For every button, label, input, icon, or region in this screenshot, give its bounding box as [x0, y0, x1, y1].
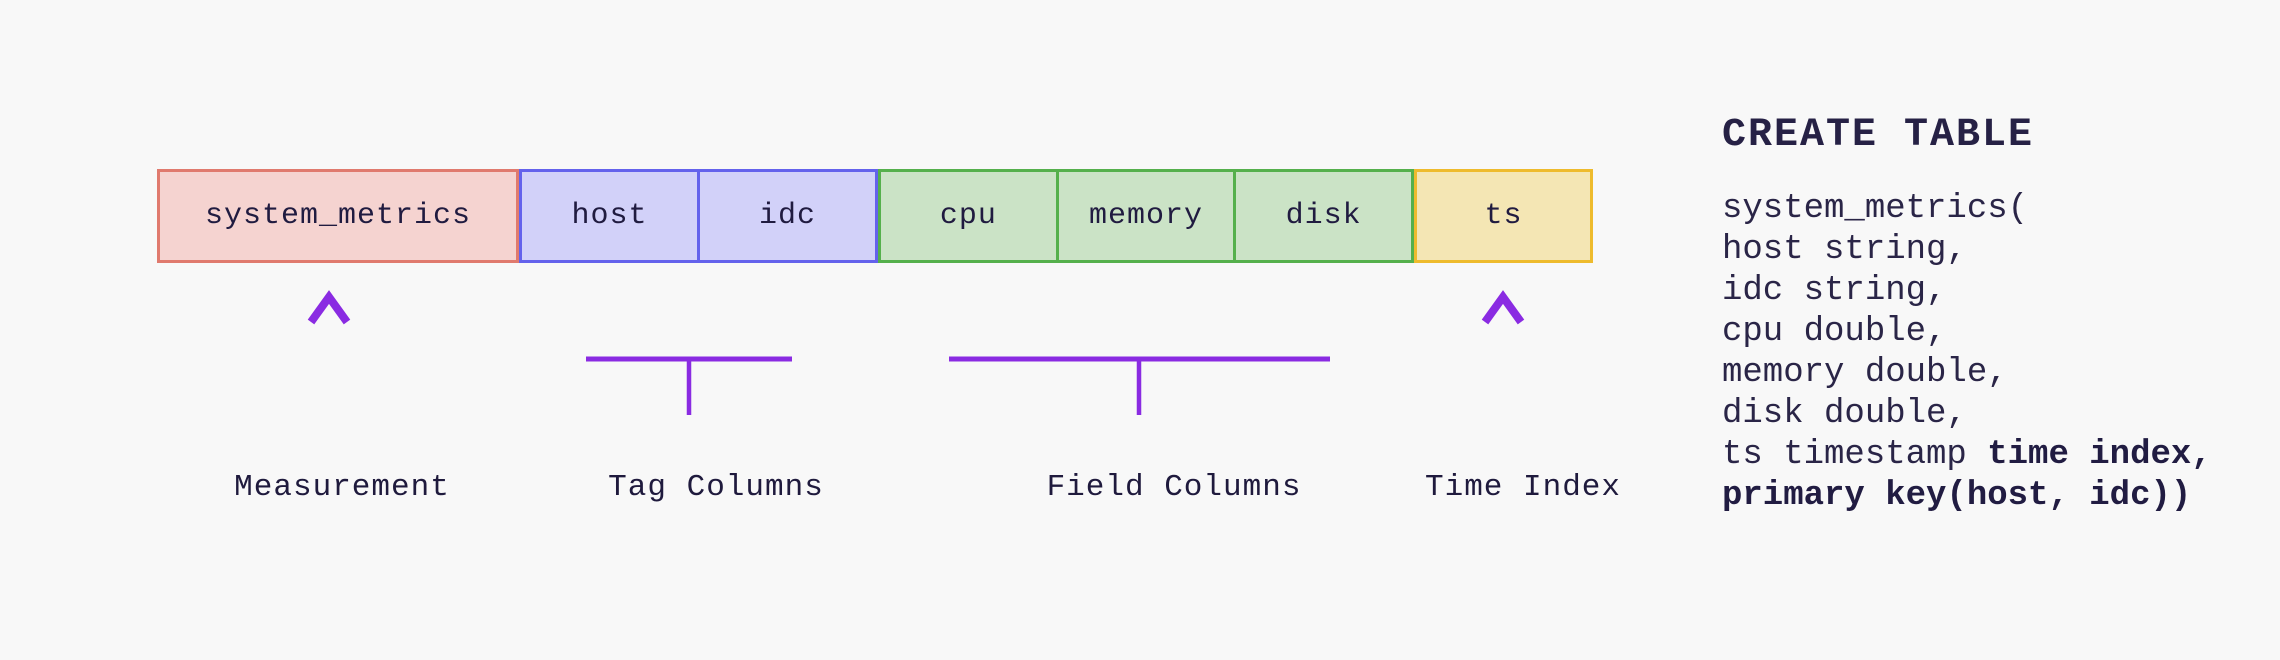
schema-row: system_metrics host idc cpu memory disk …	[157, 169, 1593, 263]
sql-line: disk double,	[1722, 395, 1967, 433]
sql-line: host string,	[1722, 231, 1967, 269]
sql-line: ts timestamp time index,	[1722, 436, 2212, 474]
measurement-arrow-icon	[307, 290, 351, 414]
field-columns-group: cpu memory disk	[878, 169, 1414, 263]
cell-host: host	[571, 199, 648, 233]
cell-system-metrics: system_metrics	[204, 199, 472, 233]
label-time-index: Time Index	[1424, 470, 1622, 505]
cell-disk: disk	[1233, 172, 1411, 260]
tag-columns-group: host idc	[519, 169, 878, 263]
sql-line: system_metrics(	[1722, 190, 2029, 228]
cell-idc: idc	[697, 172, 875, 260]
cell-memory: memory	[1055, 172, 1234, 260]
sql-line: idc string,	[1722, 272, 1947, 310]
cell-cpu: cpu	[939, 199, 997, 233]
sql-line: memory double,	[1722, 354, 2008, 392]
measurement-group: system_metrics	[157, 169, 519, 263]
field-columns-bracket-icon	[949, 298, 1330, 415]
sql-line: primary key(host, idc))	[1722, 477, 2192, 515]
label-measurement: Measurement	[234, 470, 450, 505]
create-table-title: CREATE TABLE	[1722, 113, 2035, 158]
time-index-group: ts	[1414, 169, 1593, 263]
sql-line: cpu double,	[1722, 313, 1947, 351]
cell-ts: ts	[1484, 199, 1523, 233]
sql-snippet: CREATE TABLE system_metrics( host string…	[1722, 112, 2212, 517]
tag-columns-bracket-icon	[586, 298, 792, 415]
label-tag-columns: Tag Columns	[608, 470, 824, 505]
time-index-arrow-icon	[1481, 290, 1525, 414]
label-field-columns: Field Columns	[1046, 470, 1302, 505]
sql-code-block: system_metrics( host string, idc string,…	[1722, 189, 2212, 517]
